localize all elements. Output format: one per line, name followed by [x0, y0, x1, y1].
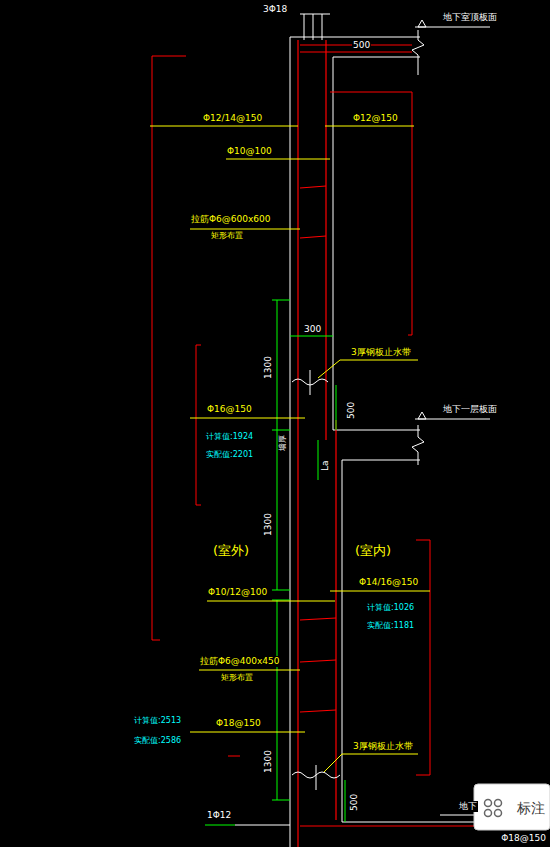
concrete-outline: [235, 30, 550, 847]
value-note: 实配值:2586: [133, 736, 182, 746]
rebar-callout: 拉筋Φ6@400x450: [199, 656, 281, 667]
rebar-callout: Φ10@100: [226, 146, 273, 157]
rebar-callout: Φ14/16@150: [358, 577, 419, 588]
rebar-callout: 3Φ18: [262, 4, 288, 15]
value-note: 实配值:2201: [205, 450, 254, 460]
value-note: 计算值:1924: [205, 432, 254, 442]
leader-line: [150, 126, 430, 772]
rebar-callout: Φ12@150: [352, 113, 399, 124]
dimension: 墙厚: [278, 434, 288, 452]
note: 3厚钢板止水带: [350, 347, 412, 358]
side-label: (室外): [212, 543, 250, 558]
dimension: 500: [346, 401, 357, 420]
rebar-callout: 1Φ12: [206, 810, 232, 821]
dimension: 1300: [263, 355, 274, 380]
dimension: La: [320, 459, 331, 472]
dimension: 1300: [263, 749, 274, 774]
dimension: 300: [303, 324, 322, 335]
level-label: 地下一层板面: [442, 404, 498, 415]
dimension: 1300: [263, 512, 274, 537]
value-note: 计算值:2513: [133, 716, 182, 726]
rebar-callout: Φ18@150: [500, 833, 547, 844]
level-label: 地下室顶板面: [442, 12, 498, 23]
rebar-callout: Φ18@150: [215, 718, 262, 729]
note: 矩形布置: [220, 673, 254, 683]
waterstop: [292, 370, 340, 790]
level-label: 地下: [458, 801, 478, 812]
button-label: 标注: [516, 800, 546, 816]
rebar-callout: Φ10/12@100: [207, 587, 268, 598]
rebar-callout: Φ16@150: [206, 404, 253, 415]
dimension: 500: [349, 793, 360, 812]
value-note: 计算值:1026: [366, 603, 415, 613]
toolbar-button: [474, 784, 550, 830]
value-note: 实配值:1181: [366, 621, 415, 631]
side-label: (室内): [354, 543, 392, 558]
note: 3厚钢板止水带: [352, 741, 414, 752]
note: 矩形布置: [210, 231, 244, 241]
dimension: 500: [352, 40, 371, 51]
range-bracket: [152, 56, 430, 775]
rebar: [298, 40, 550, 847]
rebar-callout: Φ12/14@150: [202, 113, 263, 124]
dimension-line: [205, 300, 345, 825]
rebar-callout: 拉筋Φ6@600x600: [190, 214, 272, 225]
